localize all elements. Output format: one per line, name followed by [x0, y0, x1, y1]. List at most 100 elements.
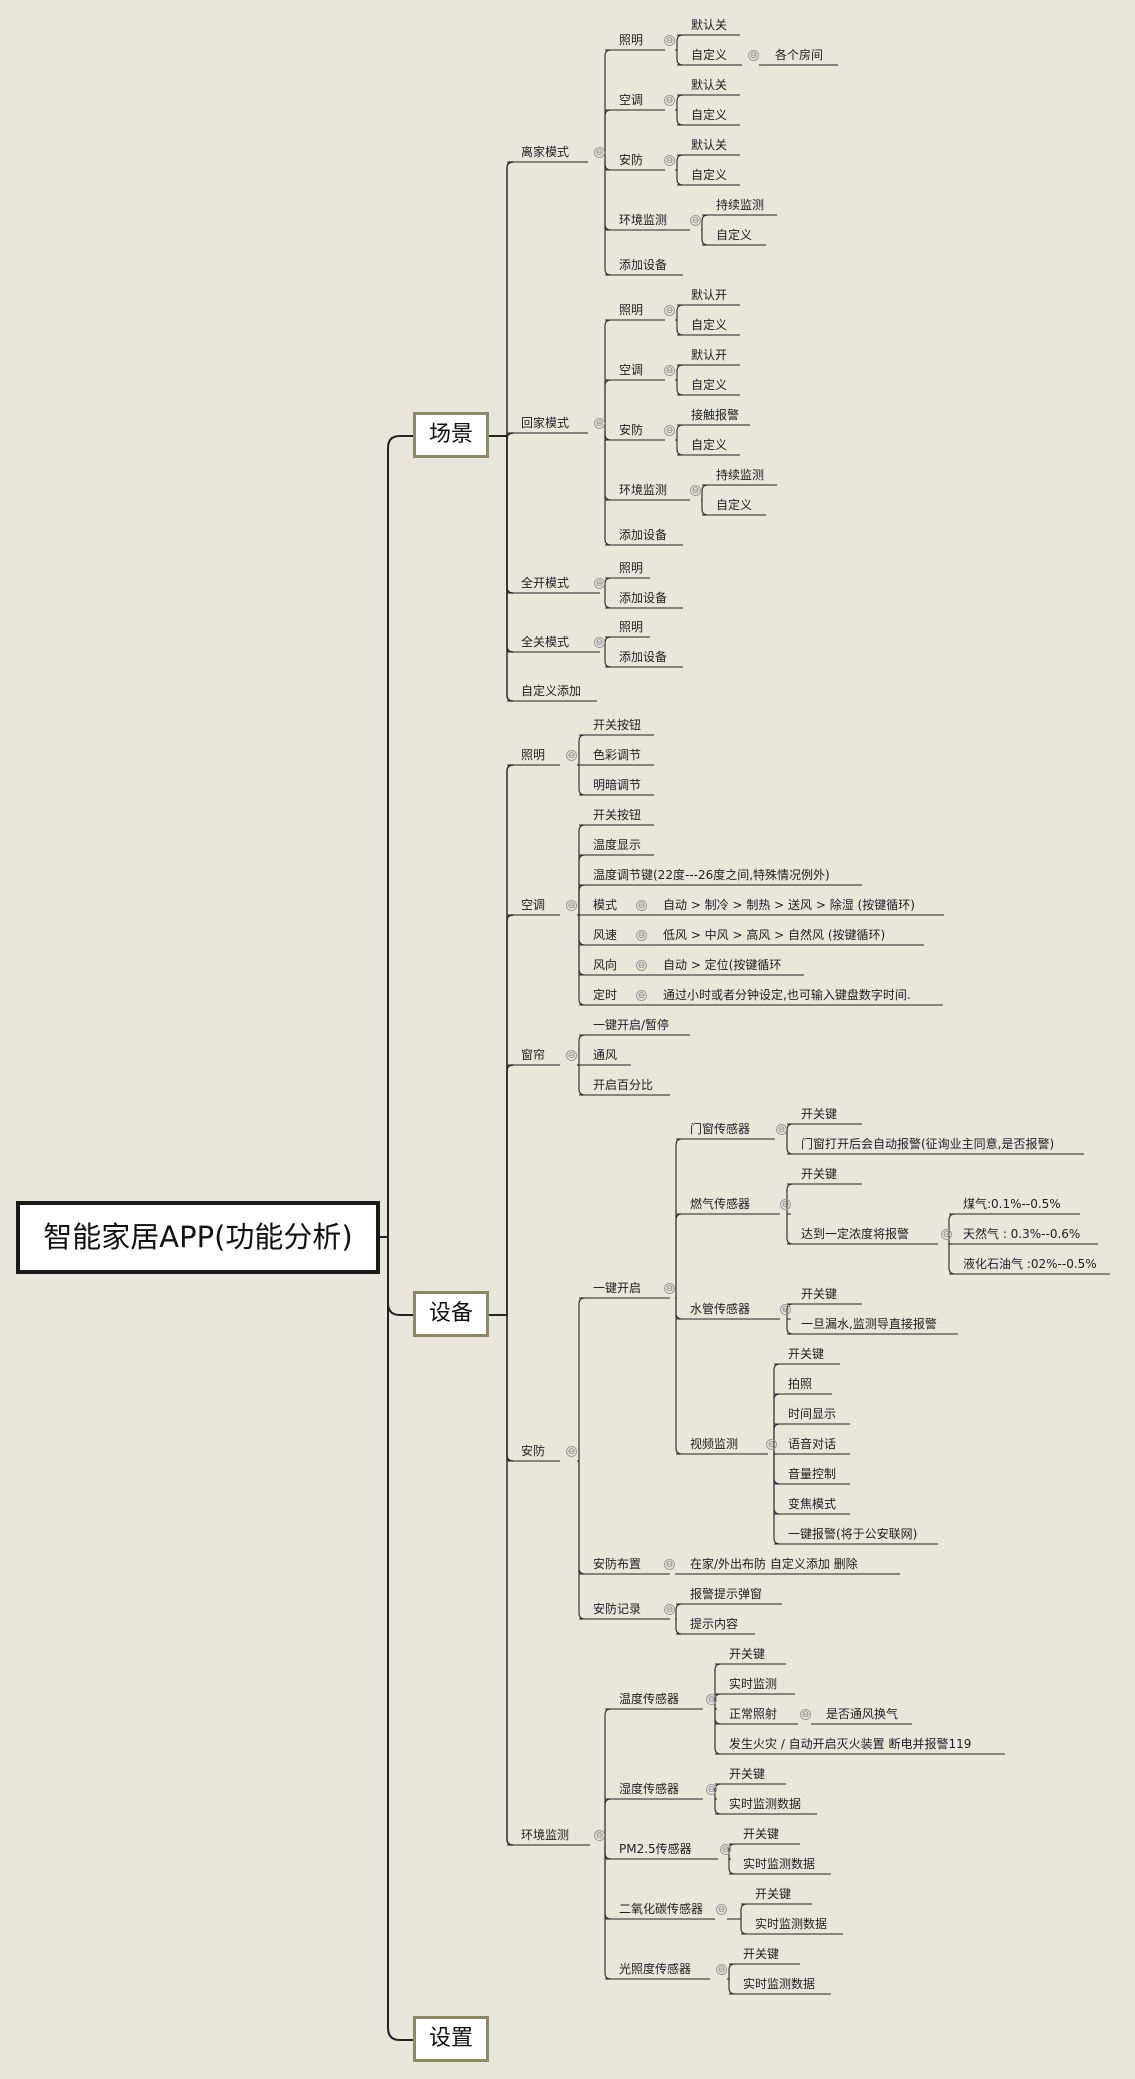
node-d-hjjc[interactable]: 环境监测: [521, 1828, 570, 1842]
node-pm-ss[interactable]: 实时监测数据: [743, 1857, 816, 1871]
collapse-toggle-icon[interactable]: ⊖: [636, 900, 647, 911]
collapse-toggle-icon[interactable]: ⊖: [594, 1830, 605, 1841]
collapse-toggle-icon[interactable]: ⊖: [748, 50, 759, 61]
collapse-toggle-icon[interactable]: ⊖: [594, 418, 605, 429]
node-sp-yy[interactable]: 语音对话: [788, 1437, 837, 1451]
node-sp-sj[interactable]: 时间显示: [788, 1407, 837, 1421]
node-sd-kg[interactable]: 开关键: [729, 1767, 766, 1781]
node-zm-ma[interactable]: 明暗调节: [593, 778, 642, 792]
collapse-toggle-icon[interactable]: ⊖: [664, 1604, 675, 1615]
collapse-toggle-icon[interactable]: ⊖: [766, 1439, 777, 1450]
collapse-toggle-icon[interactable]: ⊖: [566, 1050, 577, 1061]
collapse-toggle-icon[interactable]: ⊖: [706, 1784, 717, 1795]
collapse-toggle-icon[interactable]: ⊖: [566, 1446, 577, 1457]
node-kt-fs-v[interactable]: 低风 > 中风 > 高风 > 自然风 (按键循环): [663, 928, 886, 942]
node-cl-bfb[interactable]: 开启百分比: [593, 1078, 654, 1092]
collapse-toggle-icon[interactable]: ⊖: [664, 1283, 675, 1294]
node-zdy-add[interactable]: 自定义添加: [521, 684, 582, 698]
node-co-kg[interactable]: 开关键: [755, 1887, 792, 1901]
node-qg[interactable]: 全关模式: [521, 635, 570, 649]
collapse-toggle-icon[interactable]: ⊖: [776, 1124, 787, 1135]
node-lk-af-zdy[interactable]: 自定义: [691, 168, 728, 182]
node-co-ss[interactable]: 实时监测数据: [755, 1917, 828, 1931]
node-wd-fh[interactable]: 发生火灾 / 自动开启灭火装置 断电并报警119: [729, 1737, 972, 1751]
collapse-toggle-icon[interactable]: ⊖: [941, 1229, 952, 1240]
node-qg-zm[interactable]: 照明: [619, 620, 644, 634]
collapse-toggle-icon[interactable]: ⊖: [664, 305, 675, 316]
node-lk[interactable]: 离家模式: [521, 145, 570, 159]
collapse-toggle-icon[interactable]: ⊖: [706, 1694, 717, 1705]
collapse-toggle-icon[interactable]: ⊖: [664, 35, 675, 46]
node-hj-hj-zdy[interactable]: 自定义: [716, 498, 753, 512]
collapse-toggle-icon[interactable]: ⊖: [664, 1559, 675, 1570]
node-sp-bj[interactable]: 变焦模式: [788, 1497, 837, 1511]
node-sp-pz[interactable]: 拍照: [788, 1377, 813, 1391]
collapse-toggle-icon[interactable]: ⊖: [720, 1844, 731, 1855]
collapse-toggle-icon[interactable]: ⊖: [716, 1904, 727, 1915]
node-mc-kg[interactable]: 开关键: [801, 1107, 838, 1121]
node-lk-zm-mrg[interactable]: 默认关: [691, 18, 728, 32]
node-lk-zm[interactable]: 照明: [619, 33, 644, 47]
node-af-yj[interactable]: 一键开启: [593, 1281, 642, 1295]
node-gz-kg[interactable]: 开关键: [743, 1947, 780, 1961]
node-sp-kg[interactable]: 开关键: [788, 1347, 825, 1361]
node-lk-zm-room[interactable]: 各个房间: [775, 48, 824, 62]
node-kt-ms[interactable]: 模式: [593, 898, 618, 912]
node-hj-hj[interactable]: 环境监测: [619, 483, 668, 497]
node-af-jl[interactable]: 安防记录: [593, 1602, 642, 1616]
collapse-toggle-icon[interactable]: ⊖: [780, 1304, 791, 1315]
root-topic[interactable]: 智能家居APP(功能分析): [16, 1201, 380, 1274]
collapse-toggle-icon[interactable]: ⊖: [594, 147, 605, 158]
node-hj-hj-cx[interactable]: 持续监测: [716, 468, 765, 482]
node-wd-ss[interactable]: 实时监测: [729, 1677, 778, 1691]
node-hj-zm-mrk[interactable]: 默认开: [691, 288, 728, 302]
node-kt-ds[interactable]: 定时: [593, 988, 618, 1002]
node-lk-af-mrg[interactable]: 默认关: [691, 138, 728, 152]
node-kt-kg[interactable]: 开关按钮: [593, 808, 642, 822]
node-cl-tf[interactable]: 通风: [593, 1048, 618, 1062]
collapse-toggle-icon[interactable]: ⊖: [716, 1964, 727, 1975]
node-kt-fx[interactable]: 风向: [593, 958, 618, 972]
node-sg[interactable]: 水管传感器: [690, 1302, 751, 1316]
node-zm-kg[interactable]: 开关按钮: [593, 718, 642, 732]
branch-device[interactable]: 设备: [413, 1291, 489, 1337]
node-rq-nd[interactable]: 达到一定浓度将报警: [801, 1227, 910, 1241]
node-lk-add[interactable]: 添加设备: [619, 258, 668, 272]
node-rq-trq[interactable]: 天然气 : 0.3%--0.6%: [963, 1227, 1081, 1241]
node-d-zm[interactable]: 照明: [521, 748, 546, 762]
node-kt-wdtj[interactable]: 温度调节键(22度---26度之间,特殊情况例外): [593, 868, 830, 882]
node-lk-kt-mrg[interactable]: 默认关: [691, 78, 728, 92]
node-wd-zc[interactable]: 正常照射: [729, 1707, 778, 1721]
node-lk-hj-cx[interactable]: 持续监测: [716, 198, 765, 212]
collapse-toggle-icon[interactable]: ⊖: [664, 365, 675, 376]
node-rq[interactable]: 燃气传感器: [690, 1197, 751, 1211]
node-mc-bj[interactable]: 门窗打开后会自动报警(征询业主同意,是否报警): [801, 1137, 1055, 1151]
node-lk-kt-zdy[interactable]: 自定义: [691, 108, 728, 122]
node-hj-kt-mrk[interactable]: 默认开: [691, 348, 728, 362]
node-qk[interactable]: 全开模式: [521, 576, 570, 590]
node-sd[interactable]: 湿度传感器: [619, 1782, 680, 1796]
node-cl-yj[interactable]: 一键开启/暂停: [593, 1018, 670, 1032]
node-kt-fx-v[interactable]: 自动 > 定位(按键循环: [663, 958, 782, 972]
node-d-cl[interactable]: 窗帘: [521, 1048, 546, 1062]
node-gz-ss[interactable]: 实时监测数据: [743, 1977, 816, 1991]
node-zm-sc[interactable]: 色彩调节: [593, 748, 642, 762]
node-d-kt[interactable]: 空调: [521, 898, 546, 912]
node-af-jl-nr[interactable]: 提示内容: [690, 1617, 739, 1631]
node-hj-af-jc[interactable]: 接触报警: [691, 408, 740, 422]
collapse-toggle-icon[interactable]: ⊖: [690, 485, 701, 496]
node-pm[interactable]: PM2.5传感器: [619, 1842, 692, 1856]
node-sp-yl[interactable]: 音量控制: [788, 1467, 837, 1481]
node-rq-yh[interactable]: 液化石油气 :02%--0.5%: [963, 1257, 1097, 1271]
collapse-toggle-icon[interactable]: ⊖: [594, 637, 605, 648]
node-kt-ms-v[interactable]: 自动 > 制冷 > 制热 > 送风 > 除湿 (按键循环): [663, 898, 915, 912]
node-af-bz-v[interactable]: 在家/外出布防 自定义添加 删除: [690, 1557, 858, 1571]
node-sd-ss[interactable]: 实时监测数据: [729, 1797, 802, 1811]
node-qk-add[interactable]: 添加设备: [619, 591, 668, 605]
collapse-toggle-icon[interactable]: ⊖: [780, 1199, 791, 1210]
node-hj-af-zdy[interactable]: 自定义: [691, 438, 728, 452]
branch-scene[interactable]: 场景: [413, 412, 489, 458]
node-lk-hj[interactable]: 环境监测: [619, 213, 668, 227]
node-pm-kg[interactable]: 开关键: [743, 1827, 780, 1841]
node-hj[interactable]: 回家模式: [521, 416, 570, 430]
